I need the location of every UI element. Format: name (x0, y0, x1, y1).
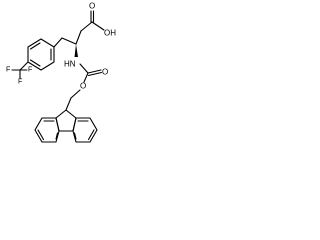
carbamate-co-bond-1 (87, 69, 102, 74)
phenyl-double-bond-3 (29, 42, 41, 50)
ring-cf3-bond (19, 61, 29, 71)
carboxylic-acid-group: O OH (80, 2, 116, 38)
trifluoromethyl-group: F F F (6, 61, 32, 86)
phenyl-ring-outline (27, 38, 55, 71)
fluorene-right-double-3 (73, 132, 77, 140)
n-carbonyl-bond (79, 63, 89, 74)
fluorene-five-ring (55, 109, 77, 132)
ch2-chiral-bond (75, 30, 82, 45)
fluorene-left-ring (34, 117, 60, 143)
ch2-fluorenyl-bond (65, 97, 72, 111)
benzyl-ring-bond (53, 37, 63, 48)
fluorine-right-label: F (28, 67, 32, 74)
acid-carbonyl-oxygen-label: O (89, 2, 95, 11)
molecule-structure: O OH HN O O (6, 2, 116, 143)
carbamate-ester-bond (83, 72, 89, 83)
phenyl-double-bond-2 (29, 59, 41, 67)
phenyl-ring (27, 38, 55, 71)
fluorene-right-ring (72, 117, 98, 143)
hydroxyl-label: OH (104, 29, 116, 38)
stereo-wedge-bond (74, 44, 78, 57)
nh-label: HN (64, 60, 76, 69)
backbone-chain (53, 30, 82, 57)
carbamate-group: HN O O (64, 60, 108, 111)
carbamate-carbonyl-oxygen-label: O (102, 68, 108, 77)
fluorene-left-double-3 (55, 132, 59, 140)
carbamate-ester-oxygen-label: O (80, 82, 86, 91)
ester-ch2-bond (70, 89, 81, 99)
acid-ch2-bond (80, 21, 93, 32)
chiral-benzyl-bond (61, 37, 77, 45)
fluorenyl-group (34, 109, 98, 143)
fluorine-bottom-label: F (18, 79, 22, 86)
hydroxyl-bond (91, 21, 105, 31)
fluorene-right-double-2 (87, 129, 95, 141)
carbamate-co-bond-2 (87, 71, 103, 77)
fluorine-left-label: F (6, 67, 10, 74)
fluorene-left-double-2 (37, 129, 45, 141)
molecule-canvas: O OH HN O O (0, 0, 125, 171)
